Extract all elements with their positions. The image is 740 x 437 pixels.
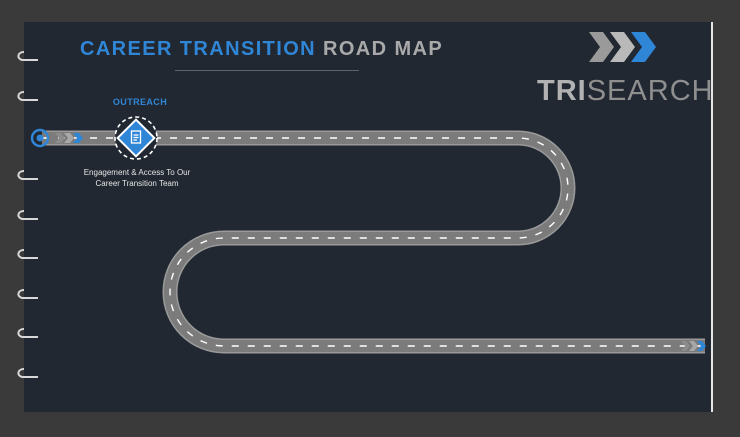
document-icon (130, 130, 142, 144)
start-chevrons (55, 133, 83, 143)
title-part-2: ROAD MAP (323, 38, 444, 60)
title-part-1: CAREER TRANSITION (80, 38, 317, 60)
logo-wordmark: TRISEARCH (537, 75, 714, 108)
milestone-desc-line-1: Engagement & Access To Our (83, 168, 191, 177)
binder-rings (17, 51, 38, 378)
road-lane-markings (42, 137, 705, 347)
start-marker (30, 128, 50, 148)
logo-part-2: SEARCH (586, 75, 714, 107)
page-title: CAREER TRANSITION ROAD MAP (80, 38, 443, 61)
logo-chevrons-icon (589, 32, 656, 62)
title-underline (175, 70, 359, 71)
milestone-outreach-description: Engagement & Access To Our Career Transi… (75, 168, 199, 189)
milestone-outreach-label: OUTREACH (112, 97, 168, 107)
end-chevrons (681, 341, 706, 351)
logo-part-1: TRI (537, 75, 587, 107)
slide-right-edge (711, 22, 713, 412)
trisearch-logo: TRISEARCH (537, 28, 713, 108)
road (42, 130, 705, 354)
milestone-outreach-marker[interactable] (114, 116, 158, 160)
milestone-desc-line-2: Career Transition Team (95, 178, 179, 188)
